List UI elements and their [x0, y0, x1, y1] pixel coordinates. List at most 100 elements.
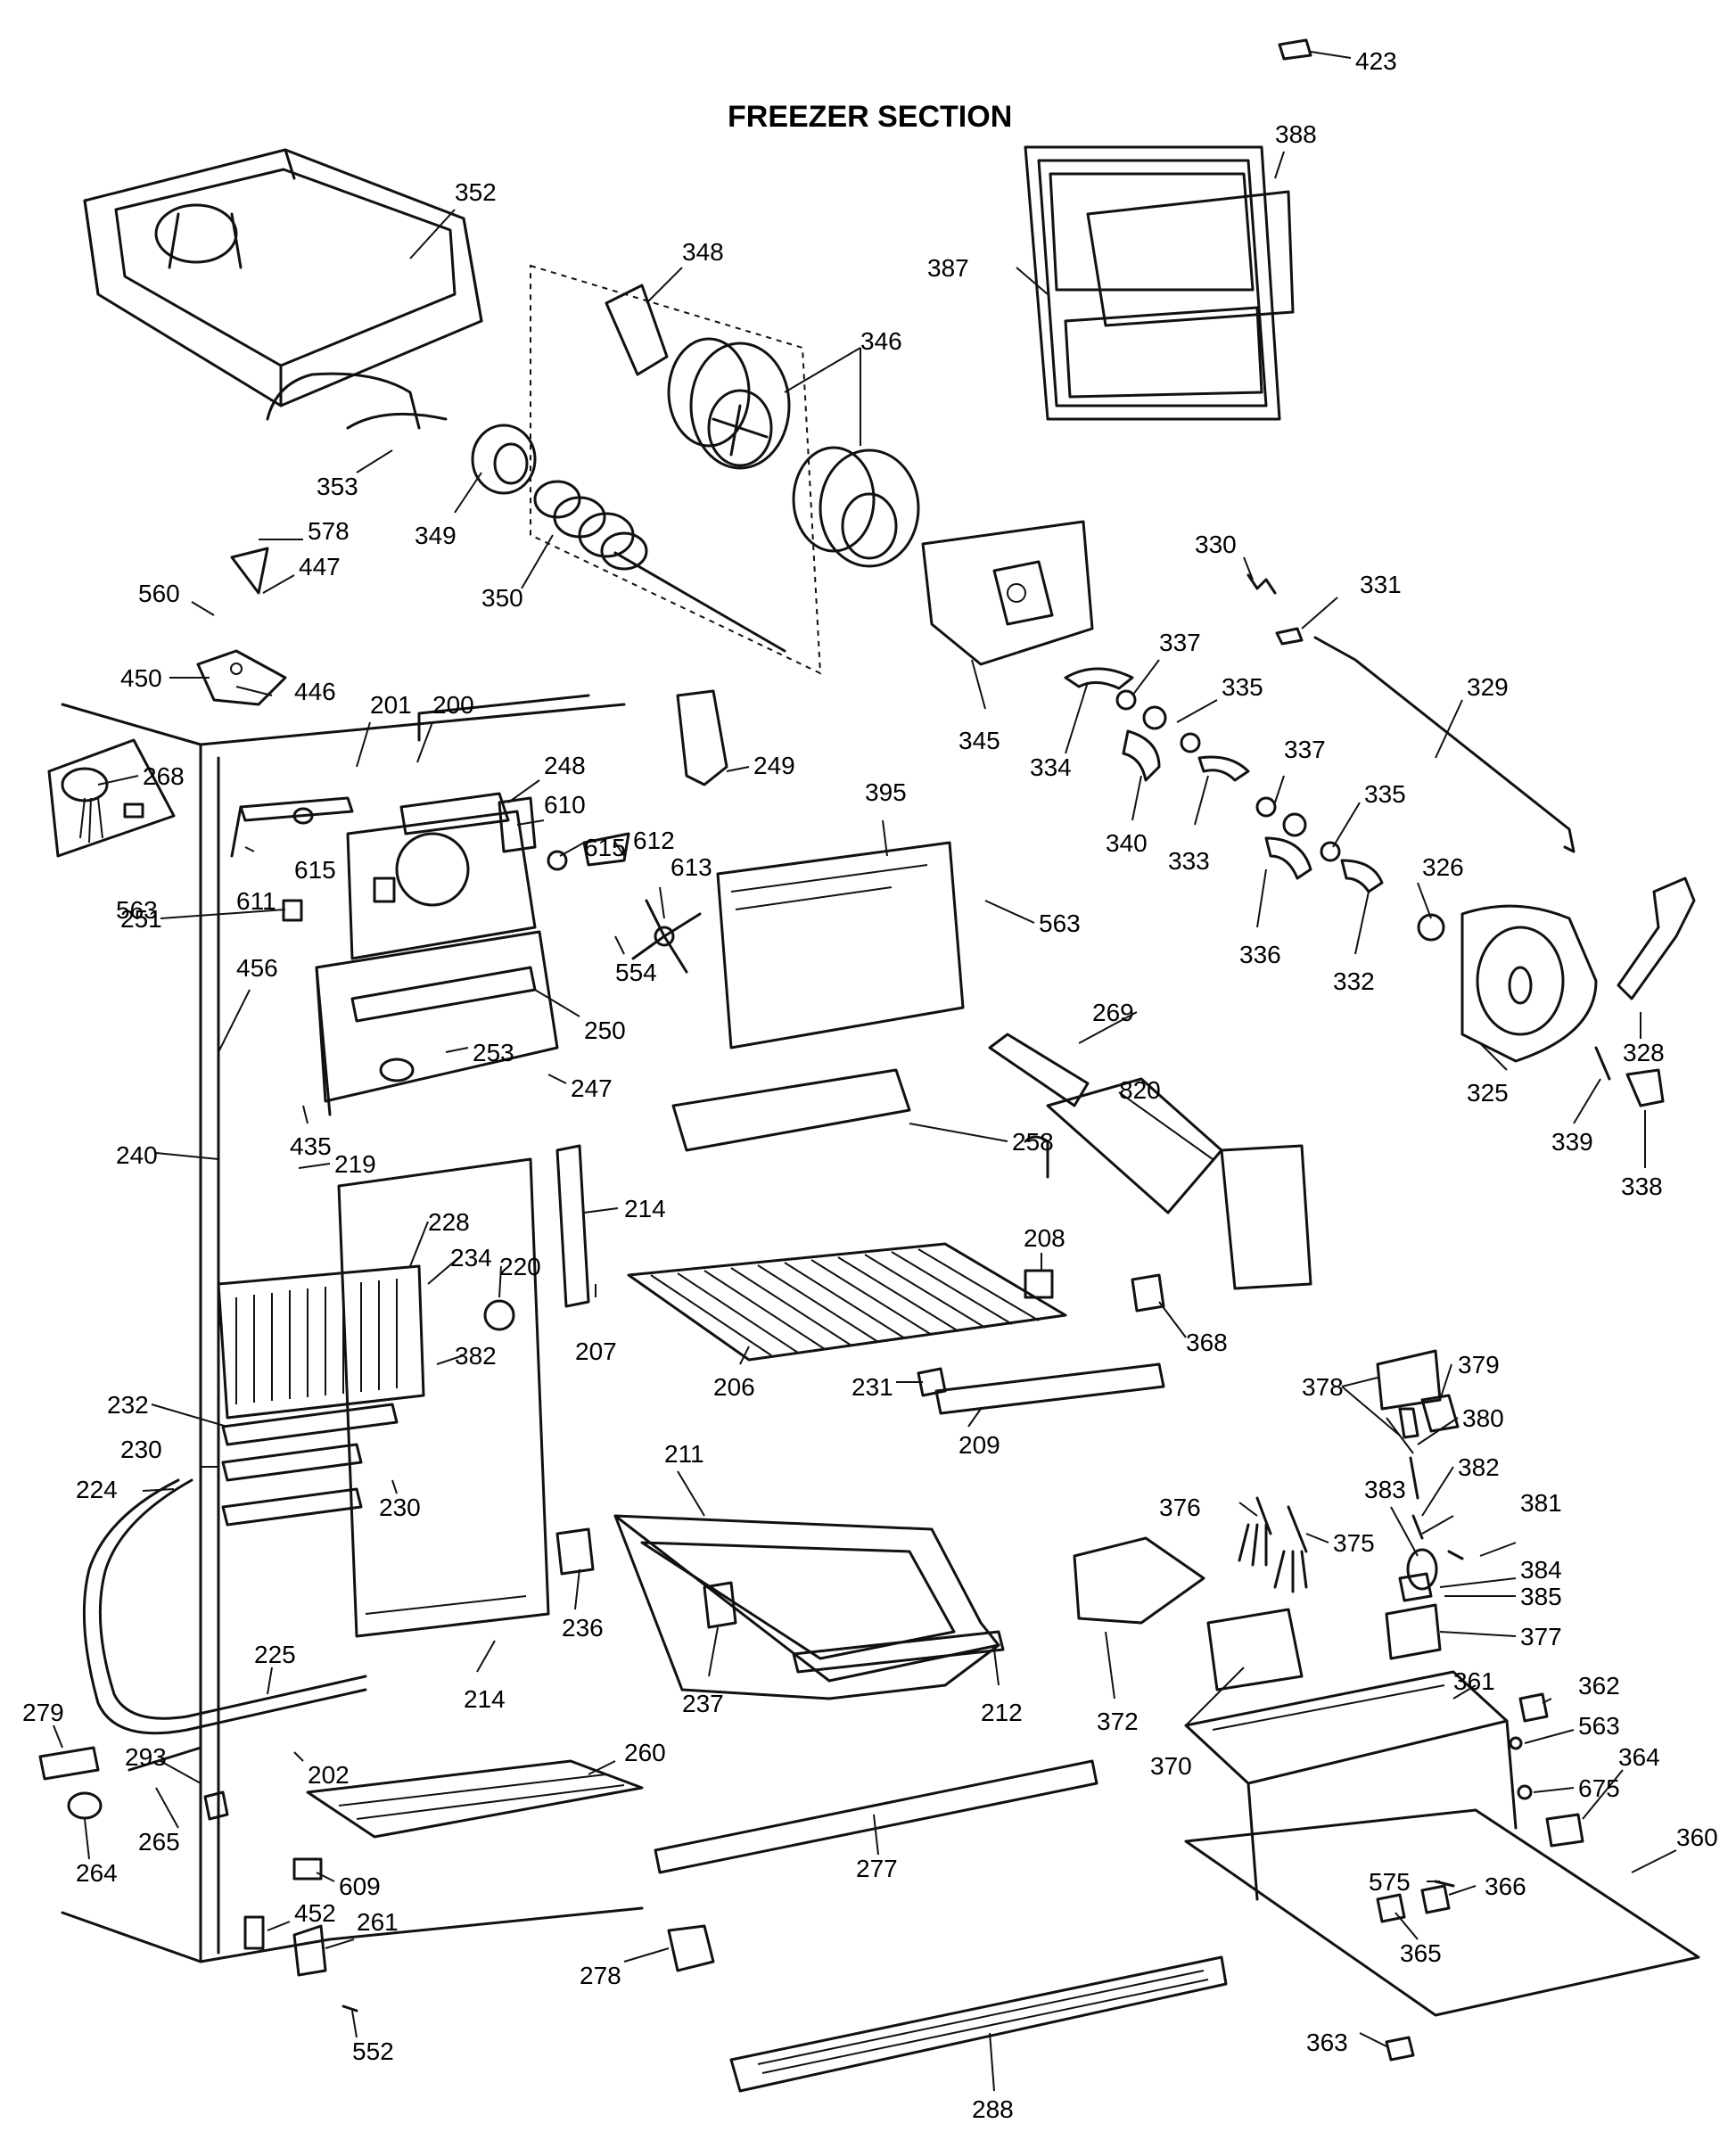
- label-675: 675: [1578, 1774, 1620, 1802]
- bracket-drawing: [1625, 1068, 1665, 1107]
- label-368: 368: [1186, 1329, 1228, 1356]
- mounting-bracket-drawing: [1131, 1273, 1165, 1313]
- label-361: 361: [1453, 1667, 1495, 1695]
- rod-drawing: [1313, 636, 1576, 853]
- label-328: 328: [1623, 1039, 1665, 1066]
- label-200: 200: [432, 691, 474, 719]
- label-423: 423: [1355, 47, 1397, 75]
- label-240: 240: [116, 1141, 158, 1169]
- label-349: 349: [415, 522, 457, 549]
- label-384: 384: [1520, 1556, 1562, 1584]
- label-379: 379: [1458, 1351, 1500, 1379]
- crusher-assembly-outline: [530, 264, 822, 675]
- label-329: 329: [1467, 673, 1509, 701]
- linkage-parts-drawing: [1064, 667, 1384, 893]
- label-293: 293: [125, 1743, 167, 1771]
- crusher-blade-drawing: [605, 284, 669, 376]
- fill-tube-drawing: [988, 1033, 1090, 1107]
- label-214b: 214: [464, 1685, 506, 1713]
- label-447: 447: [299, 553, 341, 580]
- label-350: 350: [481, 584, 523, 612]
- relay-364-drawing: [1545, 1813, 1584, 1848]
- support-rail-drawing: [654, 1759, 1098, 1874]
- bracket-293-drawing: [203, 1790, 229, 1821]
- label-230: 382: [455, 1342, 497, 1370]
- label-348: 348: [682, 238, 724, 266]
- defrost-heater-drawing: [221, 1403, 399, 1527]
- label-330: 330: [1195, 531, 1237, 558]
- cabinet-drawing: [61, 694, 644, 1963]
- label-250: 250: [584, 1017, 626, 1044]
- bracket-362-drawing: [1518, 1692, 1549, 1723]
- label-236: 236: [562, 1614, 604, 1642]
- label-265: 265: [138, 1828, 180, 1856]
- label-388: 388: [1275, 120, 1317, 148]
- label-258: 258: [1012, 1128, 1054, 1156]
- label-352: 352: [455, 178, 497, 206]
- label-456: 456: [236, 954, 278, 982]
- label-214: 214: [624, 1195, 666, 1222]
- label-253: 253: [473, 1039, 514, 1066]
- label-206: 206: [713, 1373, 755, 1401]
- label-202: 202: [308, 1761, 350, 1789]
- bracket-assembly-drawing: [196, 547, 287, 706]
- bushing-drawing: [1275, 627, 1304, 646]
- label-231: 231: [852, 1373, 893, 1401]
- label-334: 334: [1030, 753, 1072, 781]
- evaporator-fan-motor-drawing: [498, 796, 702, 974]
- label-278: 278: [580, 1962, 621, 1989]
- label-339: 339: [1551, 1128, 1593, 1156]
- label-228: 228: [428, 1208, 470, 1236]
- evaporator-coil-drawing: [217, 1264, 515, 1420]
- harness-375-drawing: [1273, 1505, 1308, 1593]
- evaporator-panel-drawing: [337, 1144, 590, 1638]
- label-385: 385: [1520, 1583, 1562, 1610]
- label-268: 268: [143, 762, 185, 790]
- label-554: 554: [615, 959, 657, 986]
- pin-drawing: [1594, 1046, 1611, 1081]
- label-232: 232: [107, 1391, 149, 1419]
- label-563: 563: [116, 896, 158, 924]
- bracket-261-drawing: [292, 1924, 327, 1977]
- label-615b: 615: [294, 856, 336, 884]
- label-362: 362: [1578, 1672, 1620, 1700]
- label-382: 382: [1458, 1453, 1500, 1481]
- label-372: 372: [1097, 1708, 1139, 1735]
- label-563c: 563: [1039, 910, 1081, 937]
- evaporator-cover-drawing: [315, 792, 559, 1116]
- label-560: 560: [138, 580, 180, 607]
- label-575: 575: [1369, 1868, 1411, 1896]
- label-208: 208: [1024, 1224, 1065, 1252]
- foot-363-drawing: [1385, 2036, 1415, 2062]
- label-264: 264: [76, 1859, 118, 1887]
- label-261: 261: [357, 1908, 399, 1936]
- label-224: 224: [76, 1476, 118, 1503]
- label-612: 612: [633, 827, 675, 854]
- mounting-plate-drawing: [921, 520, 1094, 666]
- screw-552-drawing: [341, 2004, 358, 2012]
- label-360: 360: [1676, 1823, 1718, 1851]
- label-365: 365: [1400, 1939, 1442, 1967]
- label-820: 820: [1119, 1076, 1161, 1104]
- storage-bin-drawing: [613, 1514, 1005, 1700]
- label-363: 363: [1306, 2029, 1348, 2056]
- plate-452-drawing: [243, 1915, 265, 1950]
- bin-hook-drawing: [703, 1581, 737, 1629]
- wire-clip-drawing: [38, 1746, 100, 1781]
- light-socket-inset-drawing: [47, 738, 176, 858]
- grommet-drawing: [67, 1791, 103, 1820]
- spring-drawing: [1246, 573, 1277, 595]
- machine-compartment-drawing: [1184, 1670, 1700, 2017]
- label-452: 452: [294, 1899, 336, 1927]
- label-364: 364: [1618, 1743, 1660, 1771]
- auger-drawing: [533, 480, 786, 653]
- label-230b: 230: [120, 1436, 162, 1463]
- ice-bucket-drawing: [83, 148, 483, 430]
- label-578: 578: [308, 517, 350, 545]
- label-340: 340: [1106, 829, 1148, 857]
- label-611: 611: [236, 887, 276, 915]
- label-248: 248: [544, 752, 586, 779]
- shelf-rail-drawing: [934, 1362, 1165, 1415]
- drain-tube-drawing: [82, 1478, 367, 1735]
